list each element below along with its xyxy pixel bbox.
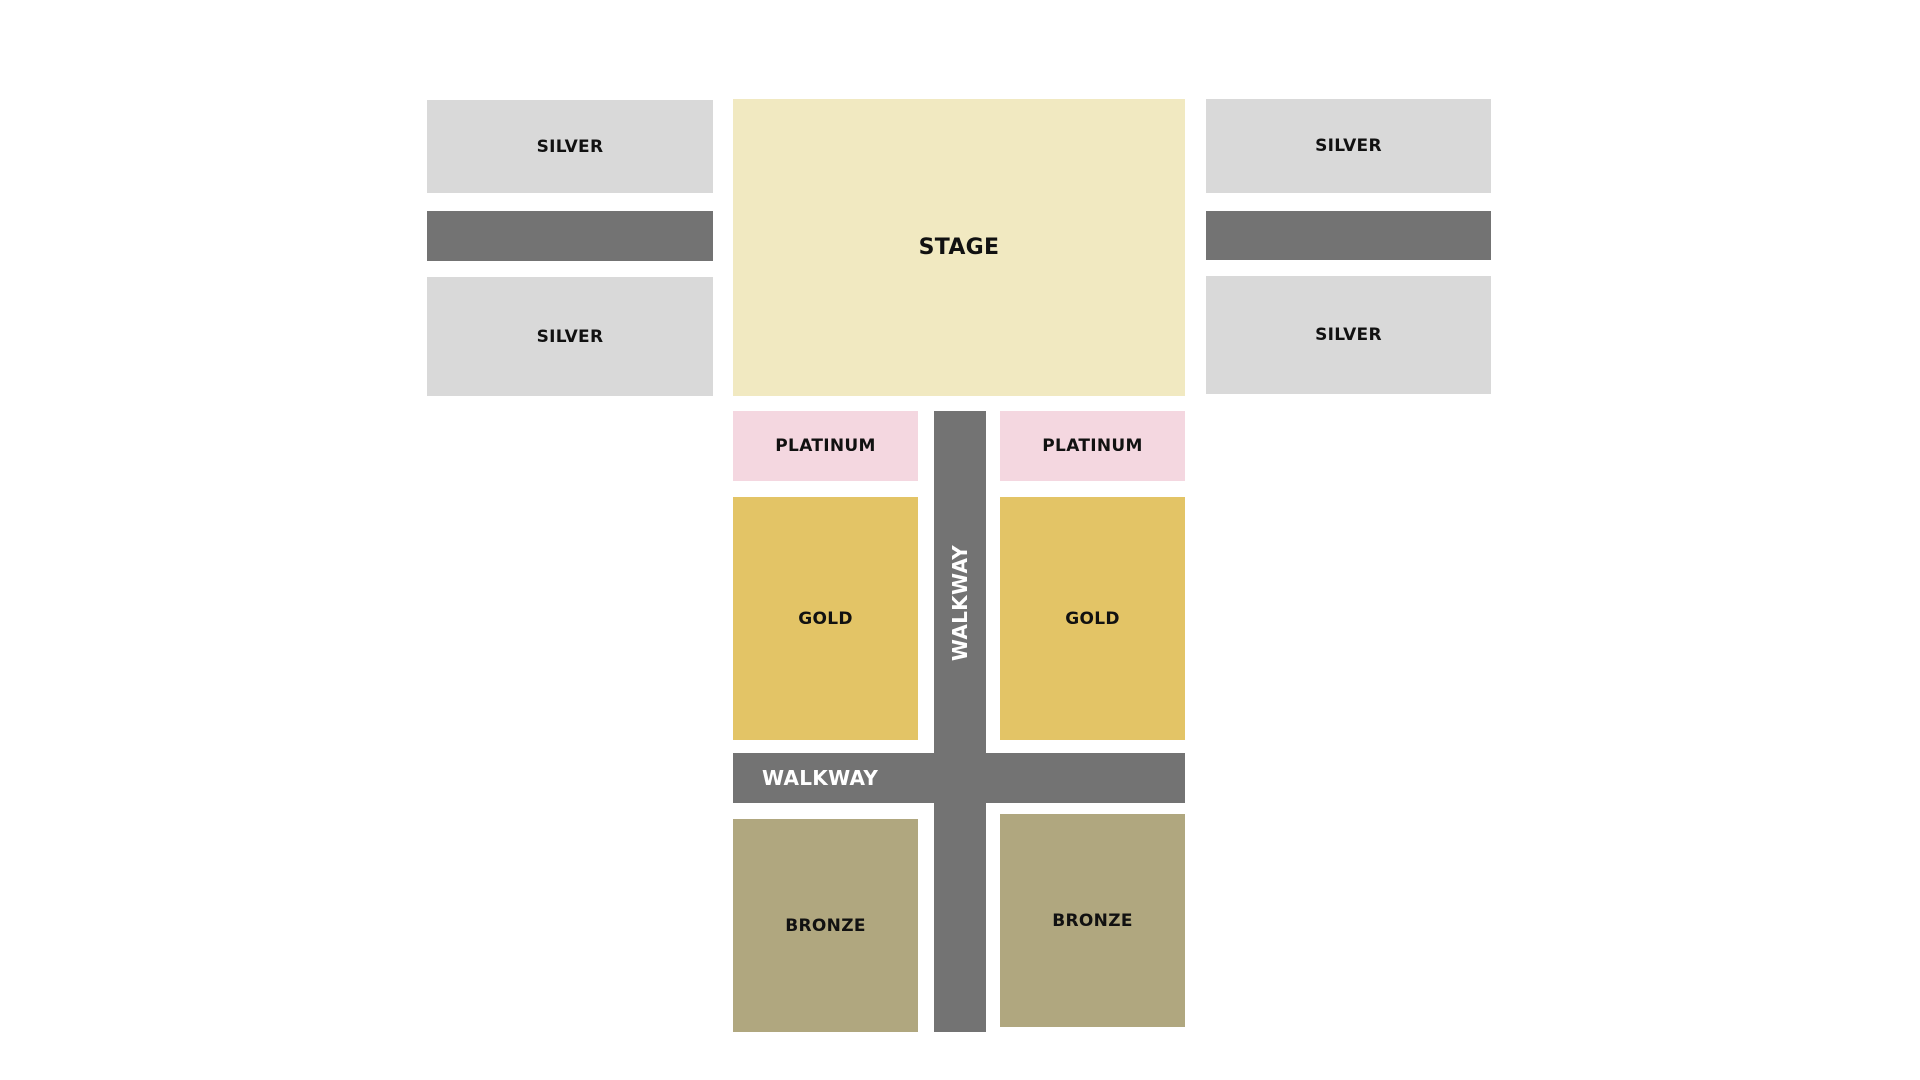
walkway-label: WALKWAY [948,544,973,662]
section-label: GOLD [798,608,853,629]
walkway-label: WALKWAY [762,766,879,790]
gold-section-left[interactable]: GOLD [733,497,918,740]
silver-section-left-bottom[interactable]: SILVER [427,277,713,396]
silver-section-left-top[interactable]: SILVER [427,100,713,193]
platinum-section-left[interactable]: PLATINUM [733,411,918,481]
silver-section-right-top[interactable]: SILVER [1206,99,1491,193]
section-label: SILVER [536,136,604,157]
bronze-section-right[interactable]: BRONZE [1000,814,1185,1027]
stage: STAGE [733,99,1185,396]
section-label: SILVER [1315,325,1382,345]
section-label: BRONZE [1052,910,1133,931]
section-label: PLATINUM [775,436,876,456]
stage-label: STAGE [918,235,1000,260]
divider-left [427,211,713,261]
section-label: SILVER [536,326,604,347]
gold-section-right[interactable]: GOLD [1000,497,1185,740]
walkway-vertical: WALKWAY [934,411,986,1032]
section-label: GOLD [1065,608,1120,629]
section-label: SILVER [1315,136,1382,156]
bronze-section-left[interactable]: BRONZE [733,819,918,1032]
divider-right [1206,211,1491,260]
platinum-section-right[interactable]: PLATINUM [1000,411,1185,481]
silver-section-right-bottom[interactable]: SILVER [1206,276,1491,394]
section-label: PLATINUM [1042,436,1143,456]
section-label: BRONZE [785,915,866,936]
